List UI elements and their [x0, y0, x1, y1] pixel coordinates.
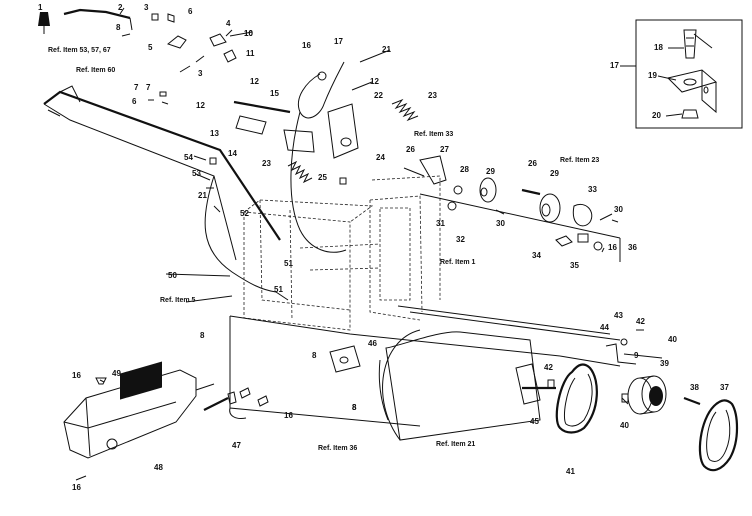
part-label: 44: [600, 323, 609, 332]
part-label: 23: [428, 91, 437, 100]
part-label: 16: [72, 371, 81, 380]
part-label: 21: [198, 191, 207, 200]
part-label: 37: [720, 383, 729, 392]
belt-guard-cover: [63, 361, 269, 481]
part-label: 30: [496, 219, 505, 228]
part-label: 29: [486, 167, 495, 176]
part-label: 8: [352, 403, 357, 412]
part-label: 42: [544, 363, 553, 372]
part-label: 32: [456, 235, 465, 244]
part-label: 40: [668, 335, 677, 344]
part-label: 15: [270, 89, 279, 98]
part-label: 24: [376, 153, 385, 162]
reference-label: Ref. Item 23: [560, 157, 599, 164]
part-label: 12: [370, 77, 379, 86]
reference-label: Ref. Item 60: [76, 67, 115, 74]
part-label: 2: [118, 3, 123, 12]
pulley-parts: [403, 155, 621, 262]
part-label: 22: [374, 91, 383, 100]
part-label: 33: [588, 185, 597, 194]
part-label: 38: [690, 383, 699, 392]
part-label: 11: [246, 49, 255, 58]
part-label: 1: [38, 3, 43, 12]
part-label: 48: [154, 463, 163, 472]
part-label: 16: [72, 483, 81, 492]
part-label: 7: [146, 83, 151, 92]
part-label: 13: [210, 129, 219, 138]
part-label: 10: [244, 29, 253, 38]
part-label: 49: [112, 369, 121, 378]
part-label: 8: [116, 23, 121, 32]
reference-label: Ref. Item 53, 57, 67: [48, 47, 111, 54]
part-label: 16: [608, 243, 617, 252]
part-label: 6: [188, 7, 193, 16]
part-label: 50: [168, 271, 177, 280]
part-label: 17: [610, 61, 619, 70]
part-label: 34: [532, 251, 541, 260]
frame-housing: [229, 305, 621, 441]
part-label: 51: [284, 259, 293, 268]
part-label: 20: [652, 111, 661, 120]
part-label: 7: [134, 83, 139, 92]
part-number-labels: 1 2 3 3 4 5 6 7 8 10 11 12 12 13 14 15 1…: [38, 3, 729, 492]
part-label: 54: [184, 153, 193, 162]
part-label: 21: [382, 45, 391, 54]
part-label: 8: [312, 351, 317, 360]
part-label: 18: [654, 43, 663, 52]
part-label: 40: [620, 421, 629, 430]
part-label: 31: [436, 219, 445, 228]
part-label: 45: [530, 417, 539, 426]
reference-label: Ref. Item 36: [318, 445, 357, 452]
part-label: 39: [660, 359, 669, 368]
throttle-cable-assembly: [43, 61, 347, 301]
part-label: 47: [232, 441, 241, 450]
part-label: 46: [368, 339, 377, 348]
part-label: 16: [284, 411, 293, 420]
engine-outline: [243, 175, 441, 331]
inset-detail-box: [620, 19, 743, 129]
part-label: 3: [144, 3, 149, 12]
part-label: 19: [648, 71, 657, 80]
part-label: 12: [250, 77, 259, 86]
part-label: 28: [460, 165, 469, 174]
reference-label: Ref. Item 1: [440, 259, 476, 266]
part-label: 14: [228, 149, 237, 158]
part-label: 36: [628, 243, 637, 252]
part-label: 29: [550, 169, 559, 178]
reference-label: Ref. Item 5: [160, 297, 196, 304]
part-label: 9: [634, 351, 639, 360]
part-label: 41: [566, 467, 575, 476]
part-label: 8: [200, 331, 205, 340]
part-label: 17: [334, 37, 343, 46]
part-label: 43: [614, 311, 623, 320]
leader-lines: [99, 7, 613, 383]
part-label: 3: [198, 69, 203, 78]
part-label: 8: [352, 403, 357, 412]
belts-and-pulleys: [515, 329, 739, 472]
part-label: 26: [406, 145, 415, 154]
part-label: 10: [244, 29, 253, 38]
control-brackets: [206, 98, 419, 213]
part-label: 35: [570, 261, 579, 270]
part-label: 12: [196, 101, 205, 110]
part-label: 23: [262, 159, 271, 168]
reference-label: Ref. Item 21: [436, 441, 475, 448]
part-label: 16: [302, 41, 311, 50]
part-label: 25: [318, 173, 327, 182]
part-label: 51: [274, 285, 283, 294]
part-label: 5: [148, 43, 153, 52]
part-label: 30: [614, 205, 623, 214]
part-label: 6: [132, 97, 137, 106]
part-label: 27: [440, 145, 449, 154]
part-label: 26: [528, 159, 537, 168]
reference-label: Ref. Item 33: [414, 131, 453, 138]
part-label: 4: [226, 19, 231, 28]
part-label: 52: [240, 209, 249, 218]
part-label: 53: [192, 169, 201, 178]
control-rod-parts: [38, 8, 237, 105]
part-label: 42: [636, 317, 645, 326]
